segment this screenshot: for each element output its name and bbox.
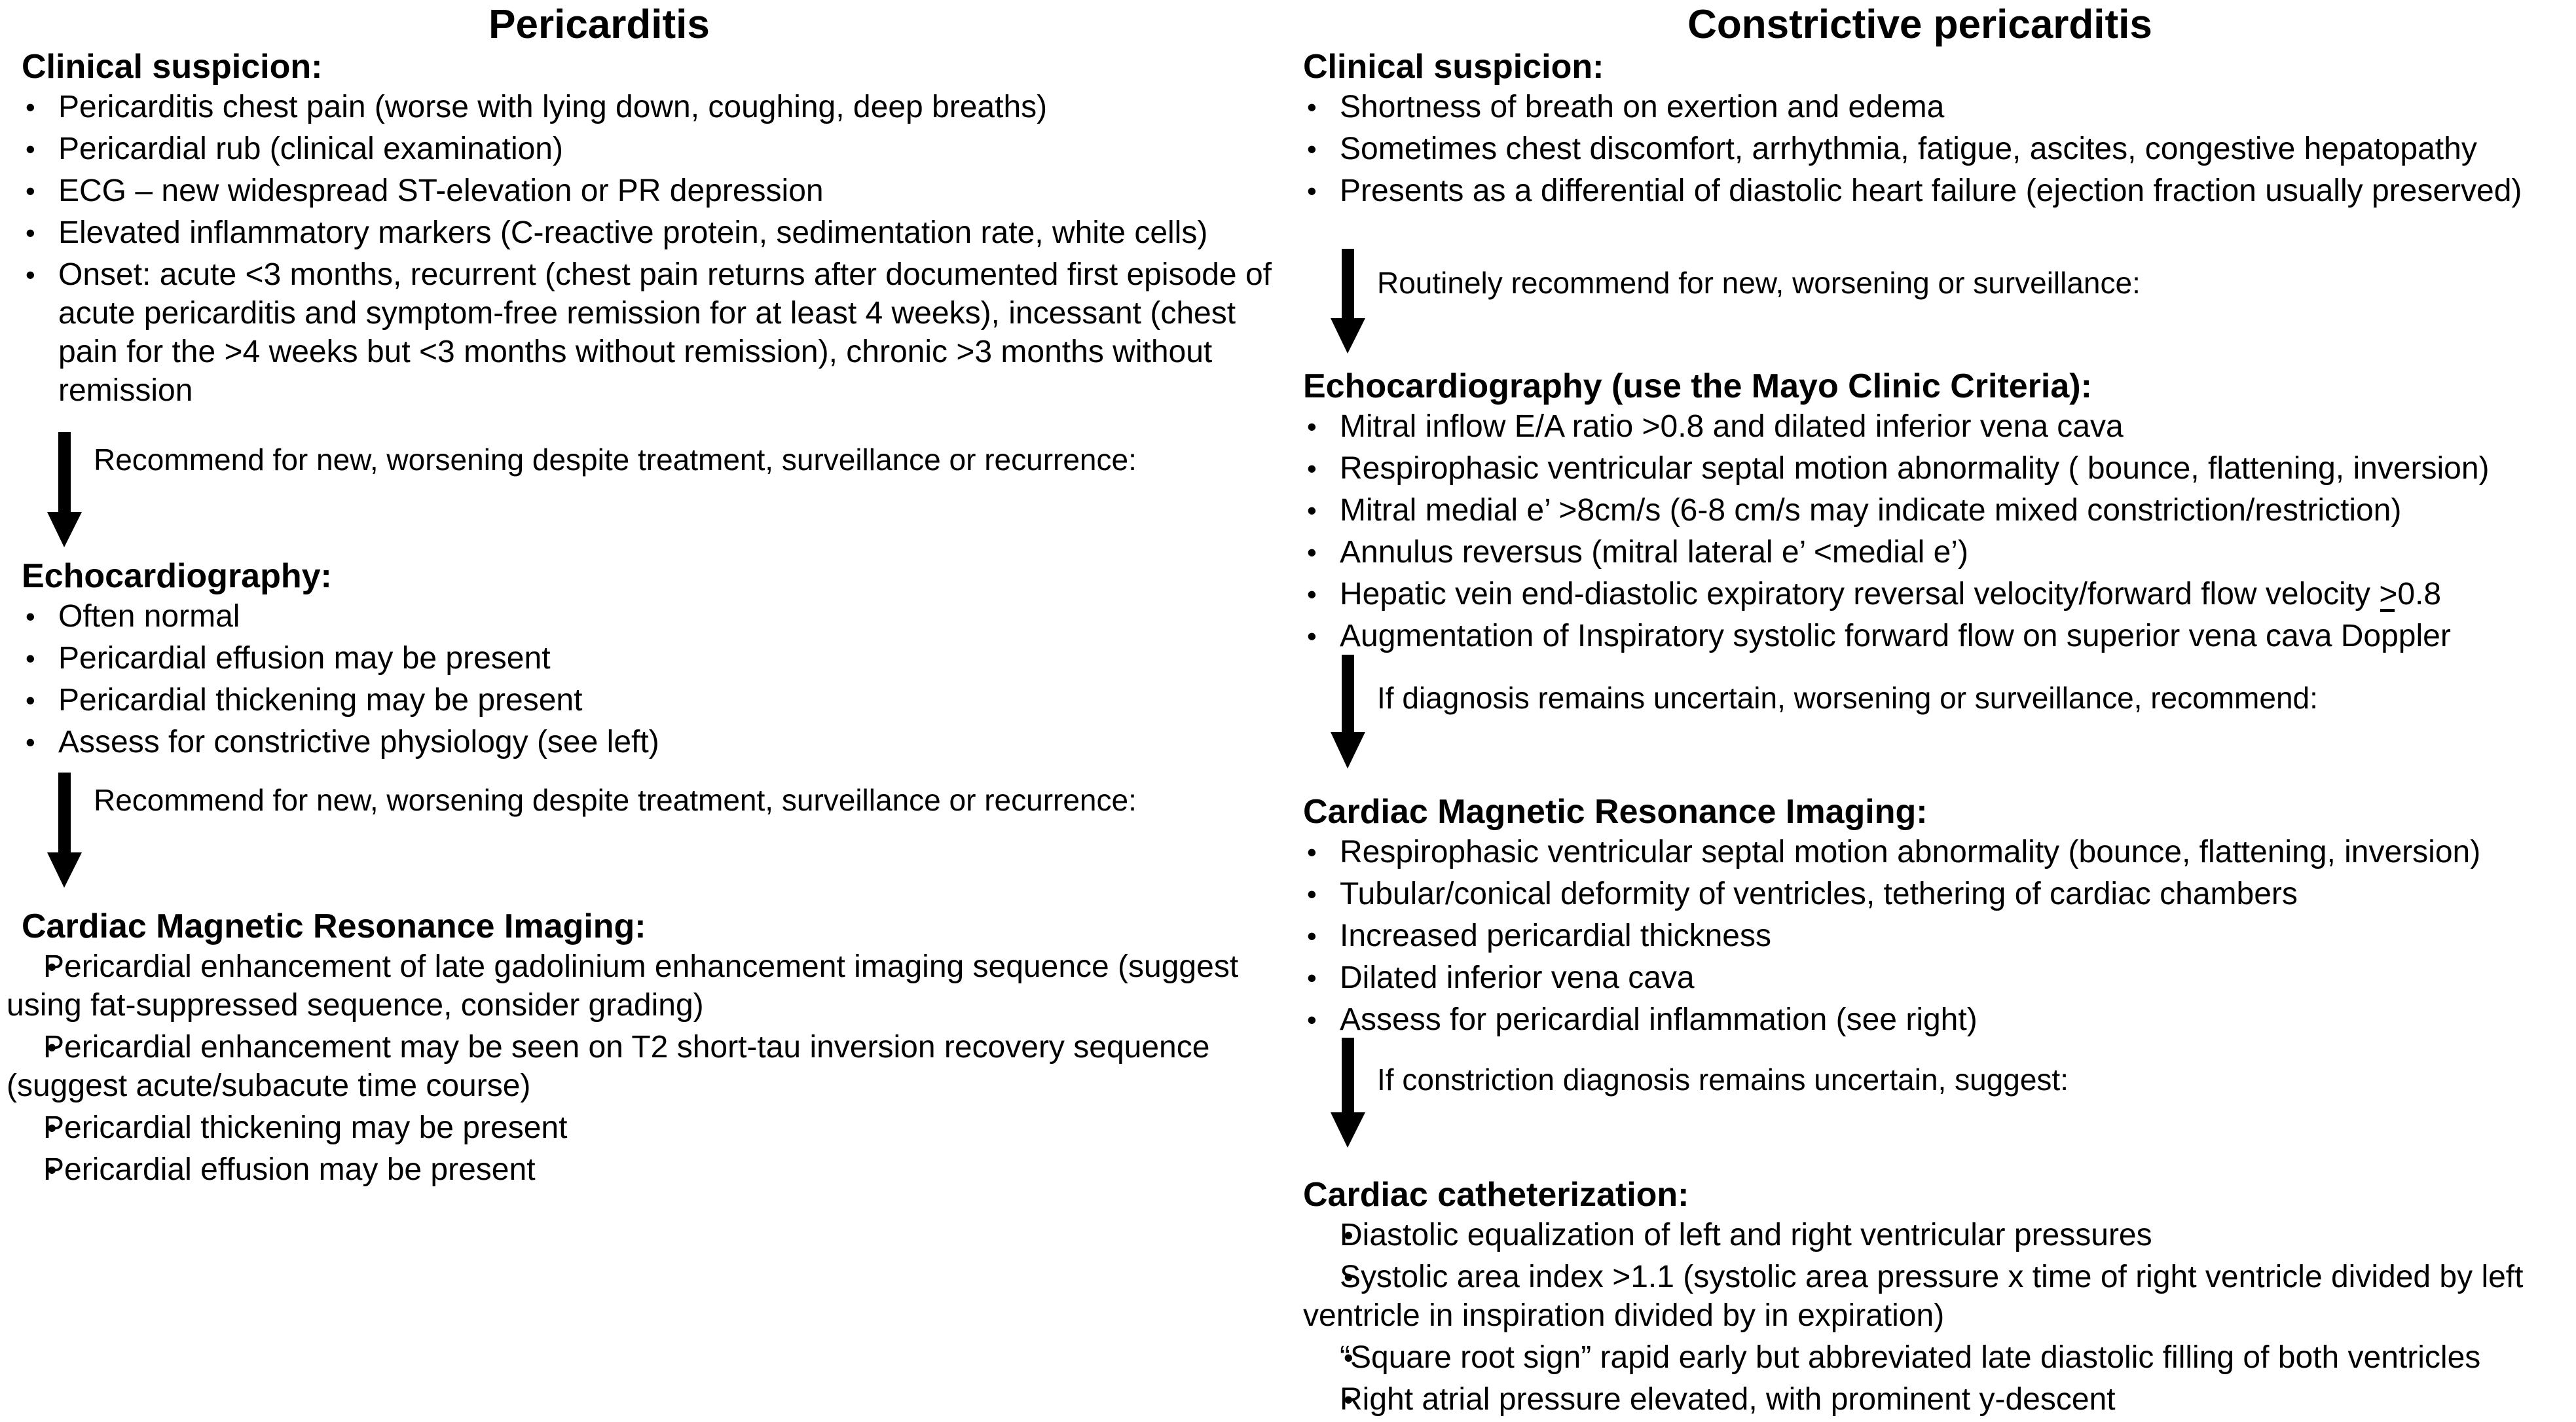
right-arrow-2-block: If diagnosis remains uncertain, worsenin…: [1305, 655, 2576, 786]
down-arrow-icon: [1331, 655, 1365, 769]
right-echocardiography-list: Mitral inflow E/A ratio >0.8 and dilated…: [1303, 407, 2569, 655]
list-item: Tubular/conical deformity of ventricles,…: [1303, 875, 2569, 913]
list-item-hepatic-vein: Hepatic vein end-diastolic expiratory re…: [1303, 575, 2569, 613]
list-item: Pericardial rub (clinical examination): [22, 130, 1277, 168]
down-arrow-icon: [1331, 249, 1365, 354]
right-cmr-section: Cardiac Magnetic Resonance Imaging: Resp…: [1303, 792, 2569, 1042]
list-item: Sometimes chest discomfort, arrhythmia, …: [1303, 130, 2569, 168]
right-arrow-1-block: Routinely recommend for new, worsening o…: [1305, 249, 2576, 373]
left-echocardiography-section: Echocardiography: Often normal Pericardi…: [22, 556, 1277, 765]
right-echocardiography-section: Echocardiography (use the Mayo Clinic Cr…: [1303, 367, 2569, 659]
list-item: Shortness of breath on exertion and edem…: [1303, 88, 2569, 126]
left-clinical-suspicion-section: Clinical suspicion: Pericarditis chest p…: [22, 47, 1277, 413]
pericarditis-title: Pericarditis: [488, 2, 710, 47]
left-arrow-1-block: Recommend for new, worsening despite tre…: [22, 432, 1283, 556]
list-item: Diastolic equalization of left and right…: [1303, 1216, 2569, 1254]
left-clinical-suspicion-heading: Clinical suspicion:: [22, 48, 323, 86]
list-item: Systolic area index >1.1 (systolic area …: [1303, 1258, 2569, 1335]
list-item: Mitral medial e’ >8cm/s (6-8 cm/s may in…: [1303, 491, 2569, 530]
right-clinical-suspicion-section: Clinical suspicion: Shortness of breath …: [1303, 47, 2569, 213]
down-arrow-icon: [47, 773, 82, 888]
list-item: Pericardial effusion may be present: [22, 639, 1277, 678]
down-arrow-icon: [1331, 1038, 1365, 1148]
list-item: Mitral inflow E/A ratio >0.8 and dilated…: [1303, 407, 2569, 446]
left-echocardiography-heading: Echocardiography:: [22, 557, 332, 595]
left-cmr-section: Cardiac Magnetic Resonance Imaging: Peri…: [7, 907, 1277, 1192]
list-item: Respirophasic ventricular septal motion …: [1303, 449, 2569, 488]
left-arrow-1-label: Recommend for new, worsening despite tre…: [94, 443, 1137, 477]
list-item: Presents as a differential of diastolic …: [1303, 172, 2569, 210]
right-arrow-3-block: If constriction diagnosis remains uncert…: [1305, 1038, 2576, 1162]
down-arrow-icon: [47, 432, 82, 547]
constrictive-pericarditis-title: Constrictive pericarditis: [1687, 2, 2152, 47]
list-item: Dilated inferior vena cava: [1303, 958, 2569, 997]
right-cmr-heading: Cardiac Magnetic Resonance Imaging:: [1303, 793, 1928, 831]
right-arrow-3-label: If constriction diagnosis remains uncert…: [1377, 1063, 2069, 1097]
list-item: Often normal: [22, 597, 1277, 636]
hepatic-vein-value: 0.8: [2397, 577, 2442, 611]
list-item: Assess for pericardial inflammation (see…: [1303, 1000, 2569, 1039]
list-item: Increased pericardial thickness: [1303, 917, 2569, 955]
right-cmr-list: Respirophasic ventricular septal motion …: [1303, 833, 2569, 1039]
left-arrow-2-label: Recommend for new, worsening despite tre…: [94, 783, 1137, 817]
left-echocardiography-list: Often normal Pericardial effusion may be…: [22, 597, 1277, 761]
right-cath-list: Diastolic equalization of left and right…: [1303, 1216, 2569, 1419]
list-item: Respirophasic ventricular septal motion …: [1303, 833, 2569, 871]
right-cath-section: Cardiac catheterization: Diastolic equal…: [1303, 1175, 2569, 1422]
list-item: “Square root sign” rapid early but abbre…: [1303, 1338, 2569, 1377]
pericarditis-column: Pericarditis Clinical suspicion: Pericar…: [0, 0, 1283, 1422]
list-item: Elevated inflammatory markers (C-reactiv…: [22, 213, 1277, 252]
list-item: Right atrial pressure elevated, with pro…: [1303, 1380, 2569, 1419]
list-item: Pericardial thickening may be present: [7, 1108, 1277, 1147]
greater-or-equal-icon: >: [2379, 575, 2397, 613]
left-cmr-heading: Cardiac Magnetic Resonance Imaging:: [22, 907, 646, 945]
list-item: Augmentation of Inspiratory systolic for…: [1303, 617, 2569, 655]
list-item: Pericardial enhancement may be seen on T…: [7, 1028, 1277, 1105]
right-clinical-suspicion-heading: Clinical suspicion:: [1303, 48, 1604, 86]
list-item: Onset: acute <3 months, recurrent (chest…: [22, 255, 1277, 410]
list-item: Annulus reversus (mitral lateral e’ <med…: [1303, 533, 2569, 572]
list-item: Assess for constrictive physiology (see …: [22, 723, 1277, 761]
list-item: ECG – new widespread ST-elevation or PR …: [22, 172, 1277, 210]
hepatic-vein-text: Hepatic vein end-diastolic expiratory re…: [1340, 577, 2380, 611]
list-item: Pericardial effusion may be present: [7, 1150, 1277, 1189]
right-arrow-1-label: Routinely recommend for new, worsening o…: [1377, 266, 2141, 300]
right-cath-heading: Cardiac catheterization:: [1303, 1176, 1689, 1214]
left-cmr-list: Pericardial enhancement of late gadolini…: [7, 947, 1277, 1189]
right-arrow-2-label: If diagnosis remains uncertain, worsenin…: [1377, 681, 2318, 715]
right-echocardiography-heading: Echocardiography (use the Mayo Clinic Cr…: [1303, 367, 2092, 405]
right-clinical-suspicion-list: Shortness of breath on exertion and edem…: [1303, 88, 2569, 210]
list-item: Pericardial thickening may be present: [22, 681, 1277, 720]
list-item: Pericarditis chest pain (worse with lyin…: [22, 88, 1277, 126]
left-clinical-suspicion-list: Pericarditis chest pain (worse with lyin…: [22, 88, 1277, 410]
left-arrow-2-block: Recommend for new, worsening despite tre…: [22, 773, 1283, 897]
constrictive-pericarditis-column: Constrictive pericarditis Clinical suspi…: [1283, 0, 2576, 1422]
list-item: Pericardial enhancement of late gadolini…: [7, 947, 1277, 1025]
